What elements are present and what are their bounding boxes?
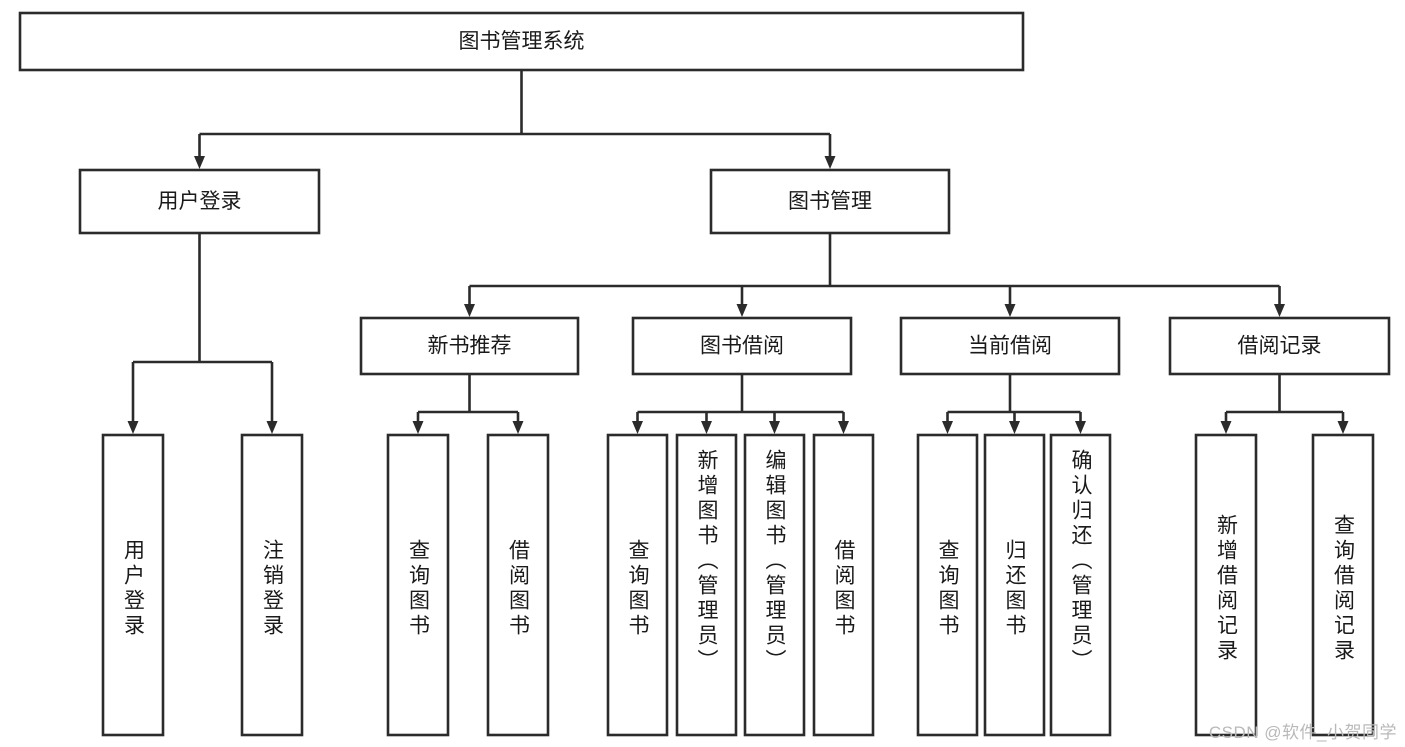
node-leaf-query-book-rec[interactable] xyxy=(386,433,450,737)
node-box-book-borrow xyxy=(631,316,853,376)
arrow-head-leaf-confirm-return-admin xyxy=(1075,421,1086,434)
node-box-leaf-add-book-admin xyxy=(675,433,738,737)
arrow-head-book-borrow xyxy=(736,304,748,317)
node-box-leaf-logout xyxy=(240,433,304,737)
arrow-head-borrow-record xyxy=(1274,304,1285,317)
node-box-borrow-record xyxy=(1168,316,1391,376)
arrow-head-user-login xyxy=(194,156,205,169)
node-box-user-login xyxy=(78,168,321,235)
node-borrow-record[interactable]: 借阅记录 xyxy=(1168,316,1391,376)
arrow-head-leaf-return-book xyxy=(1009,421,1020,434)
arrow-head-leaf-add-book-admin xyxy=(701,421,712,434)
node-label-book-manage: 图书管理 xyxy=(788,190,872,213)
node-box-leaf-query-borrow-record xyxy=(1311,433,1375,737)
node-box-leaf-query-book-cur xyxy=(916,433,979,737)
node-leaf-query-borrow-record[interactable] xyxy=(1311,433,1375,737)
node-box-root xyxy=(18,11,1025,72)
node-box-leaf-query-book-rec xyxy=(386,433,450,737)
arrow-head-leaf-user-login xyxy=(127,421,139,434)
arrow-head-leaf-edit-book-admin xyxy=(769,421,780,434)
arrow-head-leaf-query-book-rec xyxy=(412,421,424,434)
node-current-borrow[interactable]: 当前借阅 xyxy=(899,316,1121,376)
node-leaf-add-book-admin[interactable] xyxy=(675,433,738,737)
node-root[interactable]: 图书管理系统 xyxy=(18,11,1025,72)
arrow-head-leaf-logout xyxy=(266,421,278,434)
node-box-current-borrow xyxy=(899,316,1121,376)
node-new-book-recommend[interactable]: 新书推荐 xyxy=(359,316,580,376)
watermark-text: CSDN @软件_小贺同学 xyxy=(1208,723,1397,742)
node-label-book-borrow: 图书借阅 xyxy=(700,335,784,358)
arrow-head-current-borrow xyxy=(1004,304,1016,317)
node-box-leaf-query-book-borrow xyxy=(606,433,669,737)
node-box-leaf-borrow-book-rec xyxy=(486,433,550,737)
node-user-login[interactable]: 用户登录 xyxy=(78,168,321,235)
node-box-leaf-return-book xyxy=(983,433,1046,737)
node-label-new-book-recommend: 新书推荐 xyxy=(428,335,512,358)
node-label-root: 图书管理系统 xyxy=(459,30,585,53)
arrow-head-leaf-query-borrow-record xyxy=(1337,421,1349,434)
node-label-current-borrow: 当前借阅 xyxy=(968,335,1052,358)
arrow-head-leaf-query-book-borrow xyxy=(632,421,643,434)
arrow-head-book-manage xyxy=(824,156,836,169)
connector-layer xyxy=(127,70,1349,434)
node-book-manage[interactable]: 图书管理 xyxy=(709,168,951,235)
node-leaf-logout[interactable] xyxy=(240,433,304,737)
node-leaf-borrow-book[interactable] xyxy=(812,433,875,737)
node-box-book-manage xyxy=(709,168,951,235)
arrow-head-leaf-query-book-cur xyxy=(942,421,953,434)
node-label-user-login: 用户登录 xyxy=(158,190,242,213)
node-leaf-query-book-borrow[interactable] xyxy=(606,433,669,737)
node-label-borrow-record: 借阅记录 xyxy=(1238,335,1322,358)
node-book-borrow[interactable]: 图书借阅 xyxy=(631,316,853,376)
node-leaf-borrow-book-rec[interactable] xyxy=(486,433,550,737)
node-leaf-query-book-cur[interactable] xyxy=(916,433,979,737)
node-box-leaf-borrow-book xyxy=(812,433,875,737)
node-leaf-user-login[interactable] xyxy=(101,433,165,737)
node-box-new-book-recommend xyxy=(359,316,580,376)
node-leaf-edit-book-admin[interactable] xyxy=(743,433,806,737)
arrow-head-leaf-add-borrow-record xyxy=(1220,421,1232,434)
node-box-leaf-confirm-return-admin xyxy=(1049,433,1112,737)
node-leaf-return-book[interactable] xyxy=(983,433,1046,737)
node-leaf-confirm-return-admin[interactable] xyxy=(1049,433,1112,737)
node-box-leaf-edit-book-admin xyxy=(743,433,806,737)
arrow-head-new-book-recommend xyxy=(464,304,475,317)
node-leaf-add-borrow-record[interactable] xyxy=(1194,433,1258,737)
arrow-head-leaf-borrow-book-rec xyxy=(512,421,524,434)
node-box-leaf-add-borrow-record xyxy=(1194,433,1258,737)
arrow-head-leaf-borrow-book xyxy=(838,421,849,434)
node-box-leaf-user-login xyxy=(101,433,165,737)
